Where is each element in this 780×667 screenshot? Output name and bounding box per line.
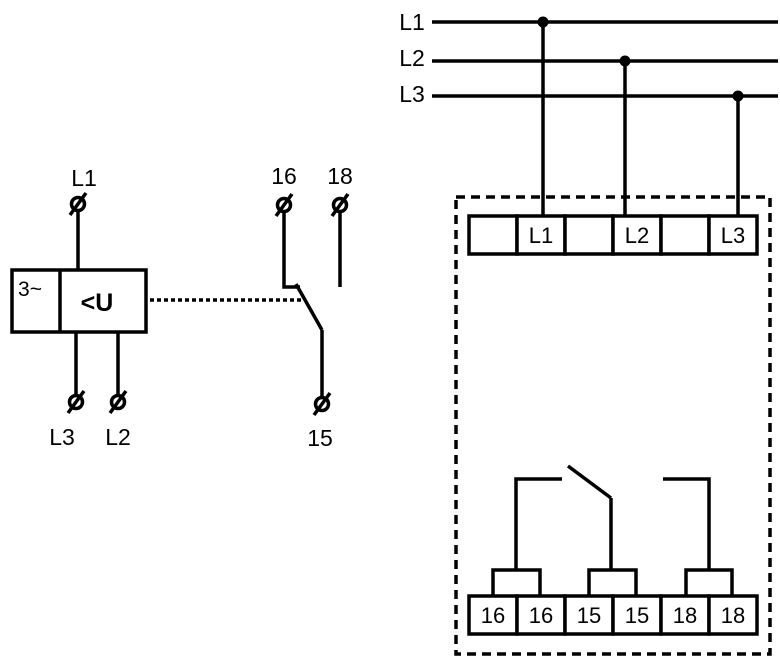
internal-contact xyxy=(491,464,734,596)
bottom-terminal-strip: 16 16 15 15 18 18 xyxy=(467,594,759,636)
bottom-terminal-label-6: 18 xyxy=(721,603,745,628)
top-terminal-strip: L1 L2 L3 xyxy=(467,214,759,256)
bottom-terminal-4 xyxy=(611,594,663,636)
top-terminal-label-2: L1 xyxy=(529,223,553,248)
wiring-layout: L1 L2 L3 L1 L2 L3 xyxy=(399,9,778,656)
bus-label-l1: L1 xyxy=(399,9,425,35)
bottom-terminal-label-3: 15 xyxy=(577,603,601,628)
terminal-l3 xyxy=(66,389,86,415)
contact-label-16: 16 xyxy=(271,163,297,189)
contact-wire-16-internal xyxy=(514,477,562,570)
bottom-terminal-label-1: 16 xyxy=(481,603,505,628)
bridge-15 xyxy=(587,568,638,596)
schematic-symbol: L1 3~ <U L3 L2 16 18 xyxy=(10,163,353,451)
terminal-label-l2: L2 xyxy=(105,424,131,450)
bus-label-l3: L3 xyxy=(399,81,425,107)
terminal-l1 xyxy=(68,191,88,217)
top-terminal-label-6: L3 xyxy=(721,223,745,248)
contact-wire-18-internal xyxy=(663,477,711,570)
contact-blade-internal xyxy=(566,464,613,500)
contact-terminal-15 xyxy=(312,391,332,417)
contact-terminal-18 xyxy=(330,192,350,218)
top-terminal-blank-2 xyxy=(563,214,615,256)
contact-wire-16 xyxy=(282,212,300,289)
relay-box xyxy=(10,268,148,334)
top-terminal-label-4: L2 xyxy=(625,223,649,248)
contact-label-15: 15 xyxy=(307,425,333,451)
bridge-16 xyxy=(491,568,542,596)
contact-label-18: 18 xyxy=(327,163,353,189)
bus-lines: L1 L2 L3 xyxy=(399,9,778,216)
bottom-terminal-6 xyxy=(707,594,759,636)
contact-terminal-16 xyxy=(274,192,294,218)
phase-label: 3~ xyxy=(18,278,42,301)
bus-label-l2: L2 xyxy=(399,45,425,71)
function-label: <U xyxy=(81,289,114,317)
terminal-label-l1: L1 xyxy=(71,165,97,191)
bottom-terminal-label-4: 15 xyxy=(625,603,649,628)
bottom-terminal-3 xyxy=(563,594,615,636)
terminal-label-l3: L3 xyxy=(49,424,75,450)
bottom-terminal-label-2: 16 xyxy=(529,603,553,628)
top-terminal-blank-1 xyxy=(467,214,519,256)
bottom-terminal-label-5: 18 xyxy=(673,603,697,628)
bridge-18 xyxy=(684,568,734,596)
device-enclosure xyxy=(454,195,772,656)
bottom-terminal-5 xyxy=(659,594,711,636)
top-terminal-blank-3 xyxy=(659,214,711,256)
terminal-l2 xyxy=(108,389,128,415)
switch-blade xyxy=(294,283,324,331)
bottom-terminal-2 xyxy=(515,594,567,636)
top-terminal-l3 xyxy=(707,214,759,256)
